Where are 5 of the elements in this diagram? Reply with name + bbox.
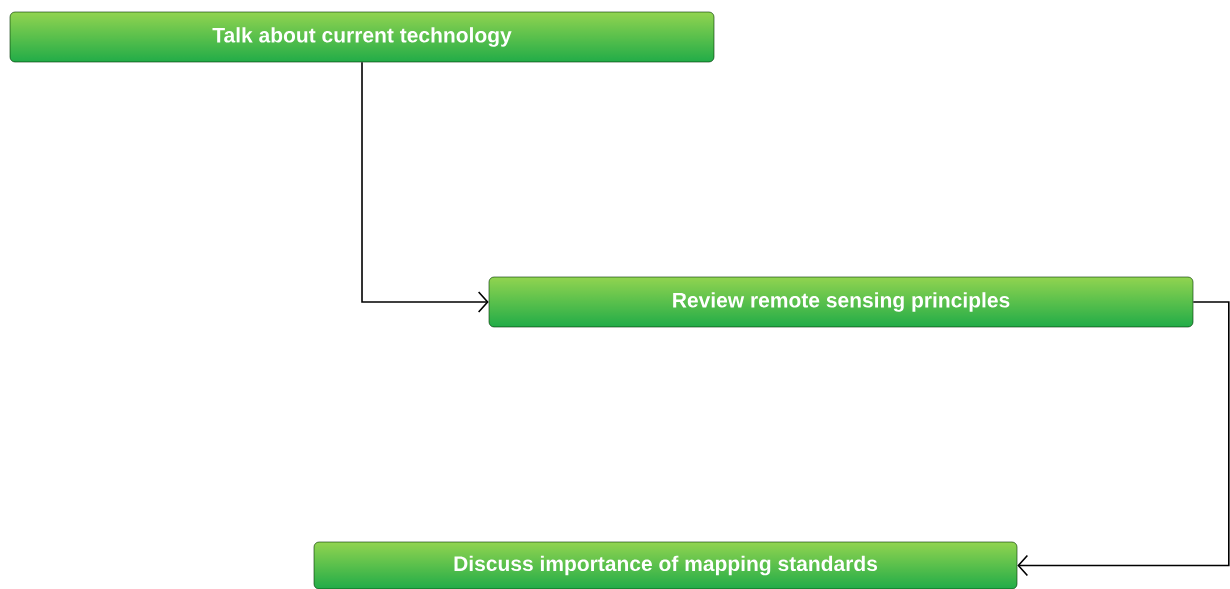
- arrow: [361, 61, 489, 313]
- arrow: [1017, 301, 1230, 577]
- process-box: Review remote sensing principles: [488, 276, 1194, 328]
- process-box: Discuss importance of mapping standards: [313, 541, 1018, 589]
- process-box: Talk about current technology: [9, 11, 715, 63]
